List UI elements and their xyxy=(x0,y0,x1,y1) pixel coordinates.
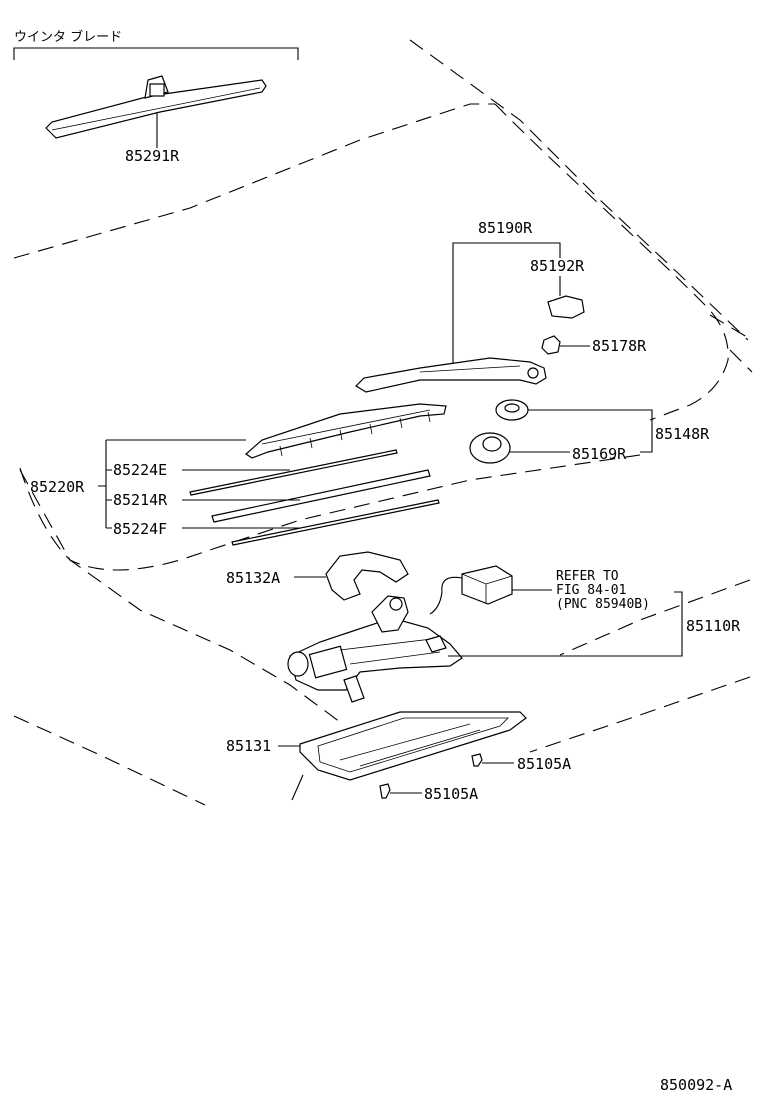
part-85169R[interactable]: 85169R xyxy=(572,445,627,463)
part-85192R[interactable]: 85192R xyxy=(530,257,585,275)
part-85131[interactable]: 85131 xyxy=(226,737,272,755)
body-outline-right-edge xyxy=(709,314,753,373)
part-85148R[interactable]: 85148R xyxy=(655,425,710,443)
part-85224E[interactable]: 85224E xyxy=(113,461,168,479)
relay-box xyxy=(429,565,513,615)
window-outline-right xyxy=(494,103,729,421)
clip-85105A-left xyxy=(379,783,391,799)
leader-85148R xyxy=(528,409,653,453)
part-85105A-right[interactable]: 85105A xyxy=(517,755,572,773)
clip-85105A-right xyxy=(471,753,483,767)
blade-assembly-85220R xyxy=(245,403,447,459)
leader-85110R xyxy=(448,591,683,657)
reference-line3: (PNC 85940B) xyxy=(556,597,650,612)
cover-85132A xyxy=(325,551,409,601)
part-85220R[interactable]: 85220R xyxy=(30,478,85,496)
rubber-85214R xyxy=(211,469,431,523)
body-outline-lower-right xyxy=(529,676,751,753)
body-outline-bottom-left xyxy=(13,715,206,806)
wiper-motor-85110R xyxy=(287,595,463,703)
part-85291R[interactable]: 85291R xyxy=(125,147,180,165)
body-outline-left xyxy=(19,469,341,723)
cap-85192R xyxy=(547,295,585,319)
nut-85178R xyxy=(541,335,561,355)
header-bracket xyxy=(13,47,299,60)
rubber-85224F xyxy=(231,499,440,546)
wiper-blade-85291R xyxy=(45,75,267,139)
part-85132A[interactable]: 85132A xyxy=(226,569,281,587)
part-85110R[interactable]: 85110R xyxy=(686,617,741,635)
reference-line2: FIG 84-01 xyxy=(556,583,627,598)
part-85178R[interactable]: 85178R xyxy=(592,337,647,355)
part-85214R[interactable]: 85214R xyxy=(113,491,168,509)
tray-85131 xyxy=(299,711,527,781)
body-outline-mid-right xyxy=(559,579,751,656)
part-85190R[interactable]: 85190R xyxy=(478,219,533,237)
part-85105A-left[interactable]: 85105A xyxy=(424,785,479,803)
grommet-85148R-upper xyxy=(495,399,529,421)
leader-85190R xyxy=(452,242,561,368)
body-outline-top-right xyxy=(409,39,749,341)
grommet-85169R xyxy=(469,432,511,464)
leader-85220R xyxy=(98,439,246,529)
window-outline-top xyxy=(13,103,495,259)
header-label: ウインタ ブレード xyxy=(14,30,123,45)
rubber-85224E xyxy=(189,449,398,496)
body-outline-short xyxy=(291,774,304,801)
wiper-arm xyxy=(355,357,547,393)
reference-line1: REFER TO xyxy=(556,569,619,584)
catalog-code: 850092-A xyxy=(660,1076,733,1094)
window-outline-lower xyxy=(19,454,641,571)
part-85224F[interactable]: 85224F xyxy=(113,520,168,538)
